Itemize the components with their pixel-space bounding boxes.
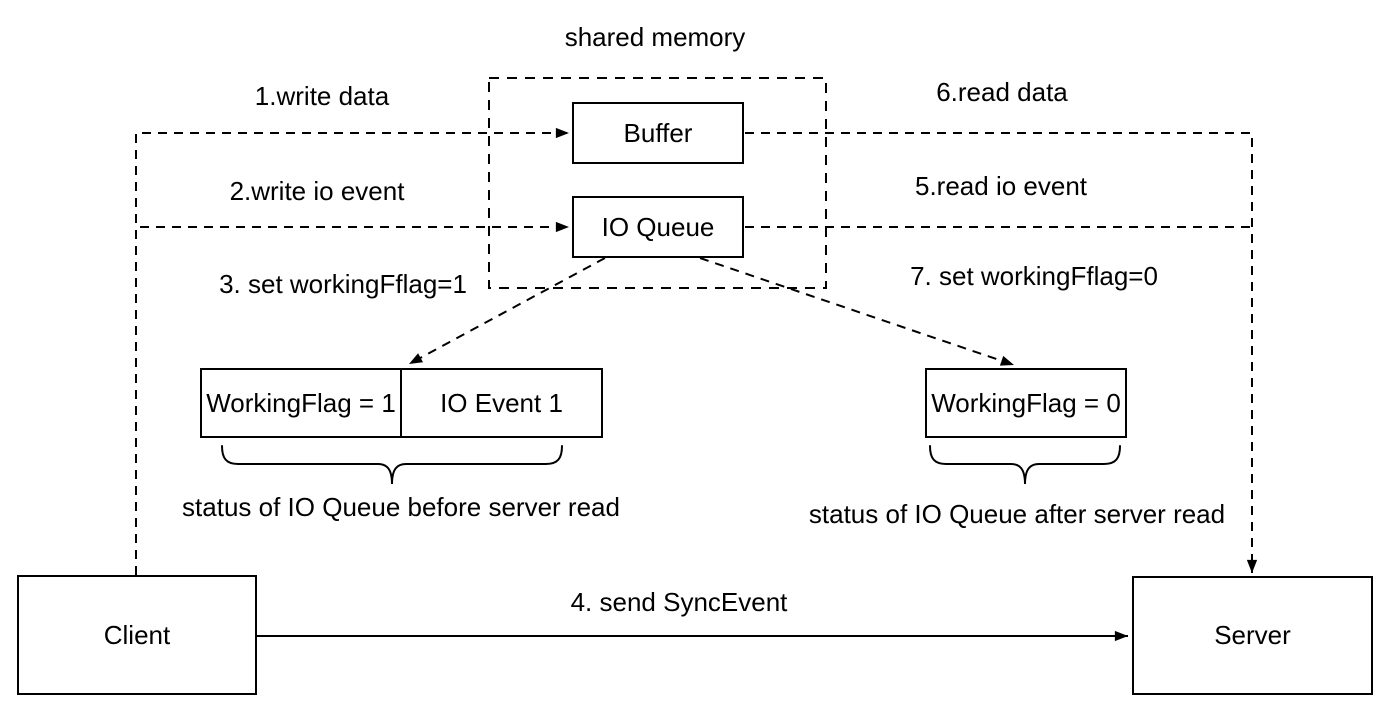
- buffer-node: Buffer: [572, 102, 744, 164]
- client-to-ioqueue-arrow: [135, 221, 569, 575]
- workingflag1-label: WorkingFlag = 1: [206, 387, 396, 418]
- io-event1-cell: IO Event 1: [402, 370, 601, 436]
- ioqueue-to-flag1-arrow: [408, 257, 606, 365]
- workingflag1-cell: WorkingFlag = 1: [202, 370, 402, 436]
- server-node: Server: [1132, 576, 1373, 695]
- client-label: Client: [103, 619, 171, 650]
- step7-set-flag0-label: 7. set workingFflag=0: [910, 261, 1158, 292]
- step5-read-io-event-label: 5.read io event: [914, 171, 1088, 202]
- io-queue-node: IO Queue: [572, 196, 744, 258]
- caption-after-read: status of IO Queue after server read: [808, 499, 1226, 530]
- io-queue-label: IO Queue: [601, 211, 715, 242]
- buffer-label: Buffer: [623, 117, 693, 148]
- shared-memory-title: shared memory: [564, 22, 746, 53]
- ioqueue-status-before-node: WorkingFlag = 1 IO Event 1: [200, 368, 603, 438]
- caption-before-read: status of IO Queue before server read: [182, 492, 620, 523]
- client-node: Client: [17, 575, 257, 695]
- step3-set-flag1-label: 3. set workingFflag=1: [219, 269, 467, 300]
- workingflag0-label: WorkingFlag = 0: [931, 387, 1121, 418]
- step1-write-data-label: 1.write data: [254, 81, 390, 112]
- io-event1-label: IO Event 1: [440, 387, 563, 418]
- server-label: Server: [1214, 620, 1291, 650]
- left-brace: [221, 445, 563, 485]
- step2-write-io-event-label: 2.write io event: [229, 176, 405, 207]
- shared-memory-region: [488, 77, 827, 289]
- step6-read-data-label: 6.read data: [936, 77, 1068, 108]
- right-brace: [929, 445, 1121, 485]
- buffer-to-server-arrow: [745, 132, 1258, 573]
- ioqueue-to-flag0-arrow: [699, 257, 1015, 366]
- step4-send-syncevent-label: 4. send SyncEvent: [570, 587, 788, 618]
- workingflag0-node: WorkingFlag = 0: [925, 368, 1127, 438]
